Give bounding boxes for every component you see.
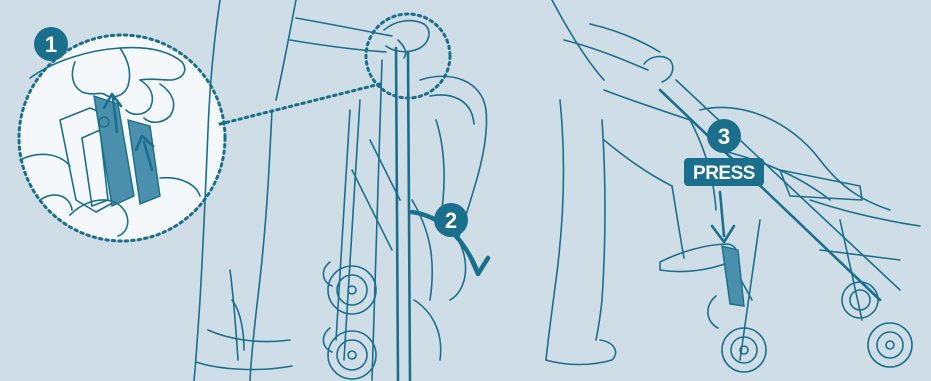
step-2-badge: 2 xyxy=(434,203,468,237)
svg-text:1: 1 xyxy=(45,32,57,57)
zoom-circle xyxy=(19,35,225,241)
zoom-connector xyxy=(220,84,380,124)
svg-text:PRESS: PRESS xyxy=(693,163,755,184)
step-3-badge: 3 xyxy=(707,119,741,153)
svg-text:3: 3 xyxy=(718,124,730,149)
press-label: PRESS xyxy=(684,158,764,186)
person-folding-stroller xyxy=(194,0,487,381)
svg-text:2: 2 xyxy=(445,208,457,233)
step-1-badge: 1 xyxy=(34,27,68,61)
